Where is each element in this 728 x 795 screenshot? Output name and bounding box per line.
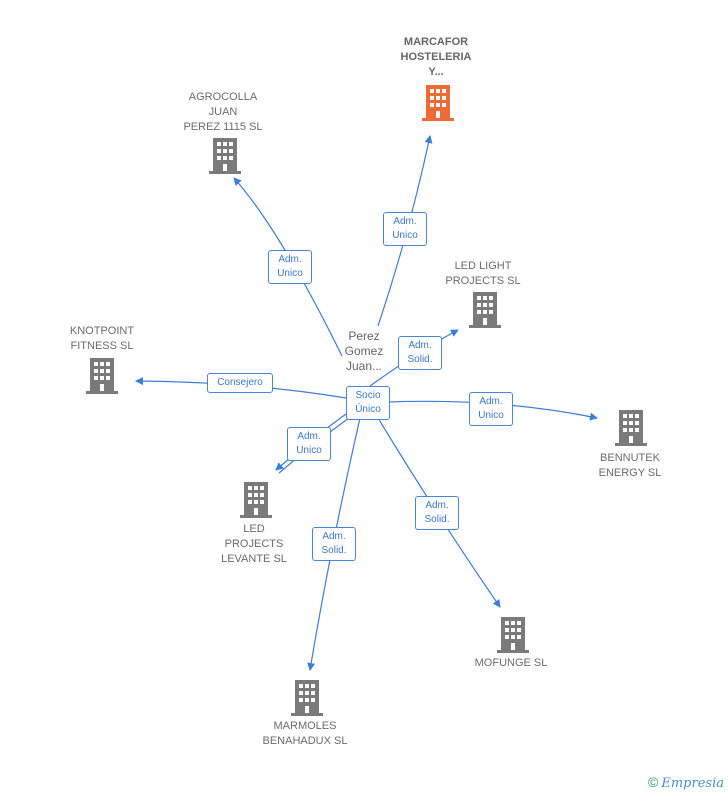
company-label-ledlight[interactable]: LED LIGHT PROJECTS SL (445, 260, 521, 287)
copyright-symbol: © (648, 774, 659, 790)
building-icon-marmoles[interactable] (290, 678, 324, 718)
building-icon-knotpoint[interactable] (85, 356, 119, 396)
company-label-bennutek[interactable]: BENNUTEK ENERGY SL (598, 452, 662, 479)
company-label-marcafor[interactable]: MARCAFOR HOSTELERIA Y... (400, 36, 472, 78)
relation-label-ledlight[interactable]: Adm. Solid. (398, 336, 442, 370)
building-icon-marcafor[interactable] (421, 83, 455, 123)
relation-label-ledlevante[interactable]: Adm. Unico (287, 427, 331, 461)
relation-label-knotpoint[interactable]: Consejero (207, 373, 273, 393)
building-icon-ledlevante[interactable] (239, 480, 273, 520)
relation-label-mofunge[interactable]: Adm. Solid. (415, 496, 459, 530)
relation-label-agrocolla[interactable]: Adm. Unico (268, 250, 312, 284)
building-icon-agrocolla[interactable] (208, 136, 242, 176)
company-label-agrocolla[interactable]: AGROCOLLA JUAN PEREZ 1115 SL (183, 91, 263, 133)
company-label-marmoles[interactable]: MARMOLES BENAHADUX SL (262, 720, 348, 747)
company-label-mofunge[interactable]: MOFUNGE SL (474, 657, 548, 669)
footer-brand[interactable]: ©Empresia (648, 774, 724, 791)
relation-label-marmoles[interactable]: Adm. Solid. (312, 527, 356, 561)
relation-label-marcafor[interactable]: Adm. Unico (383, 212, 427, 246)
relation-label-bennutek[interactable]: Adm. Unico (469, 392, 513, 426)
company-label-ledlevante[interactable]: LED PROJECTS LEVANTE SL (221, 523, 287, 565)
edge-agrocolla (233, 177, 343, 357)
center-person-label[interactable]: Perez Gomez Juan... (344, 329, 384, 373)
company-label-knotpoint[interactable]: KNOTPOINT FITNESS SL (69, 325, 135, 352)
building-icon-bennutek[interactable] (614, 408, 648, 448)
building-icon-mofunge[interactable] (496, 615, 530, 655)
brand-logo: Empresia (661, 776, 724, 791)
building-icon-ledlight[interactable] (468, 290, 502, 330)
relation-label-socio[interactable]: Socio Único (346, 386, 390, 420)
